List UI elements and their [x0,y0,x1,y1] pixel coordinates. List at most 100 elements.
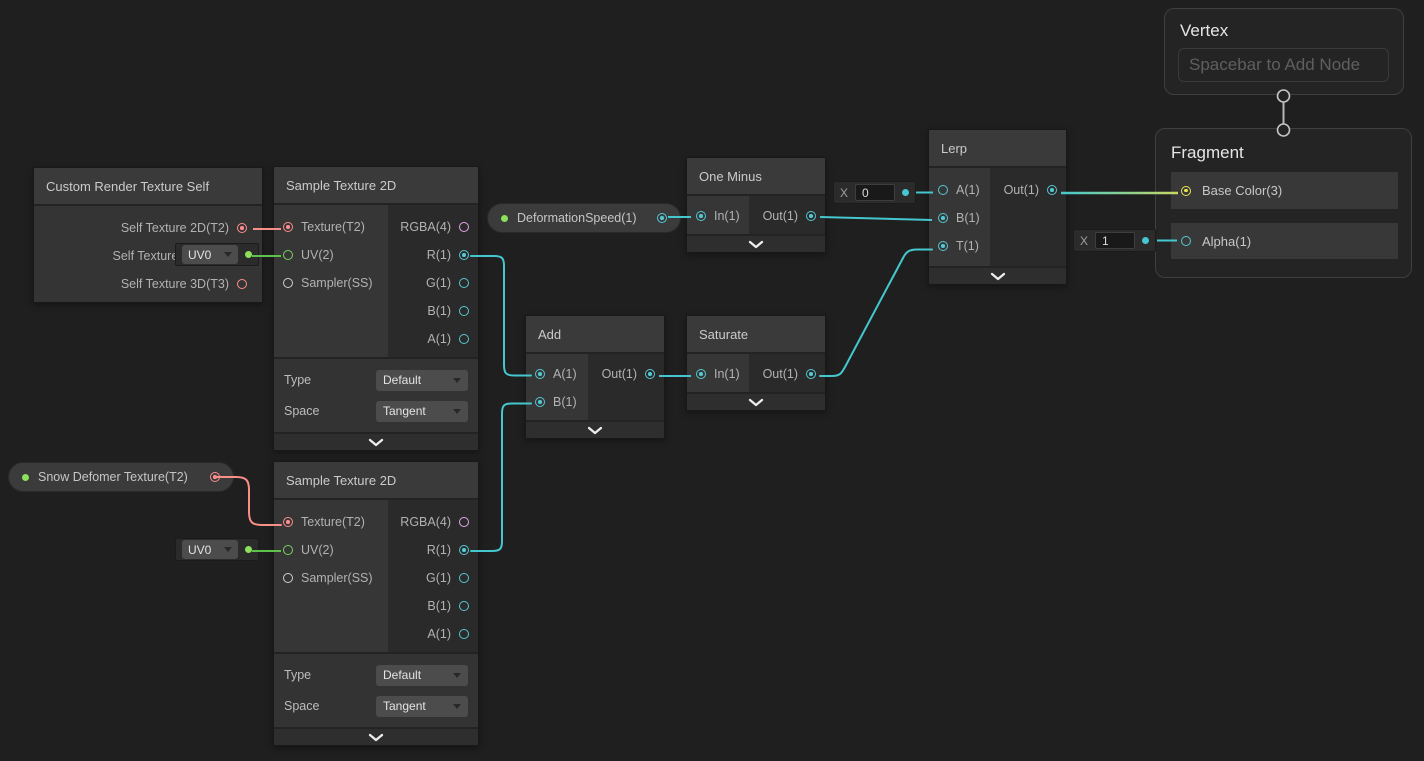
node-title-label: Lerp [941,140,968,156]
input-label: B(1) [956,211,980,225]
output-label: Out(1) [1003,183,1039,197]
node-sample-texture-2d-top[interactable]: Sample Texture 2D Texture(T2) UV(2) Samp… [273,166,479,451]
value-field[interactable]: 0 [855,184,896,201]
uv-dropdown[interactable]: UV0 [182,245,238,264]
port-uv-input[interactable] [283,250,293,260]
collapse-button[interactable] [687,234,825,252]
port-texture-input[interactable] [283,517,293,527]
port-texture-input[interactable] [283,222,293,232]
port-b-output[interactable] [459,306,469,316]
port-r-output[interactable] [459,250,469,260]
dropdown-value: Default [383,668,422,682]
wire-dot-icon [245,546,252,553]
output-label: Self Texture 2D(T2) [120,221,229,235]
node-saturate[interactable]: Saturate In(1) Out(1) [686,315,826,411]
node-title: Custom Render Texture Self [34,168,262,206]
port-property-output[interactable] [657,213,667,223]
port-self-texture-2d[interactable] [237,223,247,233]
property-label: Snow Defomer Texture(T2) [38,470,188,484]
uv-channel-widget-bottom[interactable]: UV0 [175,538,259,561]
property-dot-icon [22,473,29,481]
property-pill-snow-deformer-texture[interactable]: Snow Defomer Texture(T2) [8,462,234,492]
port-alpha[interactable] [1181,236,1191,246]
node-lerp[interactable]: Lerp A(1) B(1) T(1) Out(1) [928,129,1067,285]
port-out[interactable] [806,211,816,221]
uv-dropdown[interactable]: UV0 [182,540,238,559]
port-a-input[interactable] [535,369,545,379]
port-b-input[interactable] [938,213,948,223]
port-a-output[interactable] [459,629,469,639]
wire-dot-icon [245,251,252,258]
wire-r-bottom-to-add-b[interactable] [470,402,532,552]
output-label: Out(1) [601,367,637,381]
port-b-input[interactable] [535,397,545,407]
type-dropdown[interactable]: Default [376,369,468,391]
port-rgba-output[interactable] [459,517,469,527]
port-out[interactable] [806,369,816,379]
chevron-down-icon [453,408,461,414]
node-add[interactable]: Add A(1) B(1) Out(1) [525,315,665,439]
port-r-output[interactable] [459,545,469,555]
port-b-output[interactable] [459,601,469,611]
node-one-minus[interactable]: One Minus In(1) Out(1) [686,157,826,253]
port-base-color[interactable] [1181,185,1191,196]
wire-r-top-to-add-a[interactable] [470,255,532,377]
wire-saturate-to-lerp-t[interactable] [819,248,933,377]
space-dropdown[interactable]: Tangent [376,400,468,422]
uv-channel-widget-top[interactable]: UV0 [175,243,259,266]
node-custom-render-texture-self[interactable]: Custom Render Texture Self Self Texture … [33,167,263,303]
collapse-button[interactable] [929,266,1066,284]
port-t-input[interactable] [938,241,948,251]
port-in[interactable] [696,369,706,379]
node-title: One Minus [687,158,825,196]
x-label: X [840,185,849,200]
port-rgba-output[interactable] [459,222,469,232]
output-label: Self Texture 3D(T3) [120,277,229,291]
collapse-button[interactable] [274,727,478,745]
port-a-output[interactable] [459,334,469,344]
collapse-button[interactable] [274,432,478,450]
collapse-chevron-icon [368,733,384,741]
value-field[interactable]: 1 [1095,232,1136,249]
control-label: Type [284,668,312,682]
node-title: Lerp [929,130,1066,168]
vertex-context-block[interactable]: Vertex Spacebar to Add Node [1164,8,1404,95]
wire-snowtexture-to-texture[interactable] [216,476,282,526]
port-self-texture-3d[interactable] [237,279,247,289]
type-dropdown[interactable]: Default [376,664,468,686]
port-uv-input[interactable] [283,545,293,555]
property-pill-deformation-speed[interactable]: DeformationSpeed(1) [487,203,681,233]
collapse-chevron-icon [990,272,1005,280]
output-label: RGBA(4) [400,515,451,529]
port-g-output[interactable] [459,278,469,288]
node-title: Saturate [687,316,825,354]
fragment-row-alpha[interactable]: Alpha(1) [1171,223,1398,259]
wire-oneminus-to-lerp-b[interactable] [819,216,933,221]
fragment-row-base-color[interactable]: Base Color(3) [1171,172,1398,209]
node-title-label: Sample Texture 2D [286,472,397,488]
node-title-label: Add [538,326,562,342]
fragment-context-block[interactable]: Fragment Base Color(3) Alpha(1) [1155,128,1412,278]
alpha-default-widget[interactable]: X 1 [1073,229,1157,252]
collapse-button[interactable] [526,420,664,438]
output-label: R(1) [426,543,451,557]
output-label: G(1) [426,276,451,290]
collapse-chevron-icon [748,240,764,248]
output-label: A(1) [427,332,451,346]
port-sampler-input[interactable] [283,278,293,288]
port-sampler-input[interactable] [283,573,293,583]
input-label: In(1) [714,209,740,223]
port-a-input[interactable] [938,185,948,195]
port-out[interactable] [645,369,655,379]
collapse-button[interactable] [687,392,825,410]
node-sample-texture-2d-bottom[interactable]: Sample Texture 2D Texture(T2) UV(2) Samp… [273,461,479,746]
space-dropdown[interactable]: Tangent [376,695,468,717]
spacebar-add-node-placeholder[interactable]: Spacebar to Add Node [1178,48,1389,82]
lerp-a-default-widget[interactable]: X 0 [833,181,917,204]
output-label: Out(1) [762,209,798,223]
port-in[interactable] [696,211,706,221]
port-g-output[interactable] [459,573,469,583]
port-out[interactable] [1047,185,1057,195]
input-label: UV(2) [301,248,334,262]
